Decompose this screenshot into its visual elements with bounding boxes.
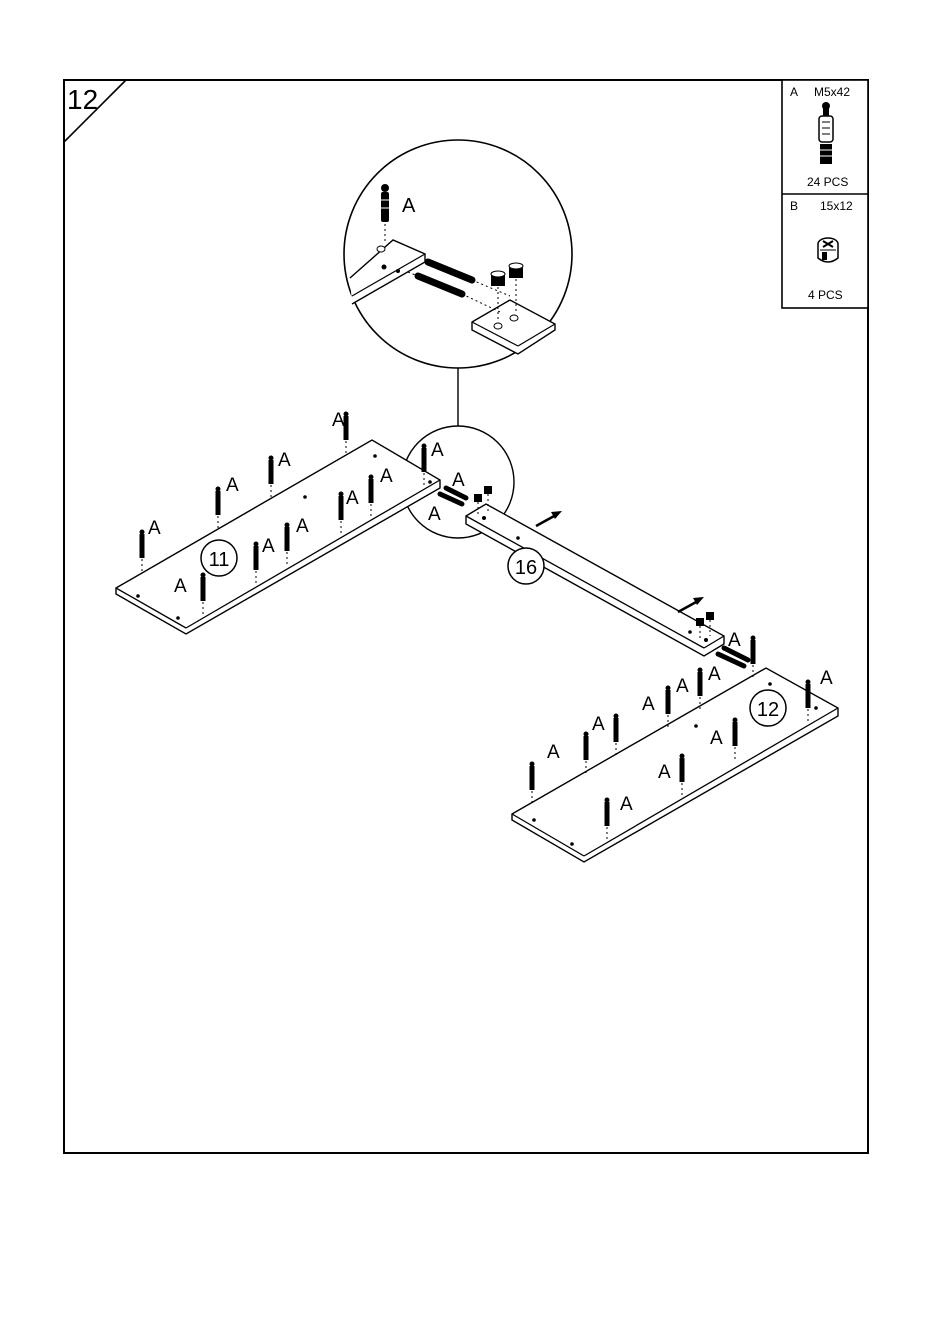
- panel-16: 16: [466, 486, 724, 656]
- fastener-label-a: A: [380, 466, 393, 487]
- part-a-size: M5x42: [814, 85, 850, 99]
- fastener-label-a: A: [346, 488, 359, 509]
- panel-12: 12: [512, 668, 838, 862]
- part-a-quantity: 24 PCS: [807, 175, 848, 189]
- fastener-label-a: A: [431, 440, 444, 461]
- fastener-label-a: A: [642, 694, 655, 715]
- step-number: 12: [67, 84, 98, 115]
- fastener-label-a: A: [620, 794, 633, 815]
- detail-label-a: A: [402, 195, 416, 217]
- panel-11-label: 11: [209, 549, 230, 571]
- fastener-label-a: A: [226, 475, 239, 496]
- part-a-letter: A: [790, 85, 798, 99]
- parts-legend: A M5x42 24 PCS B 15x12 4 PCS: [782, 80, 868, 308]
- direction-arrow-icon: [678, 597, 704, 612]
- fastener-label-a: A: [148, 518, 161, 539]
- cam-bolt-icon: [269, 456, 274, 501]
- step-badge: 12: [64, 80, 126, 142]
- fastener-label-a: A: [547, 742, 560, 763]
- fastener-label-a: A: [428, 504, 441, 525]
- fastener-label-a: A: [592, 714, 605, 735]
- detail-zoom-circle: A: [344, 140, 572, 426]
- panel-16-label: 16: [515, 557, 537, 579]
- fastener-label-a: A: [332, 410, 345, 431]
- fastener-label-a: A: [452, 470, 465, 491]
- fastener-label-a: A: [708, 664, 721, 685]
- cam-bolt-icon: [216, 487, 221, 532]
- fastener-label-a: A: [820, 668, 833, 689]
- cam-bolt-icon: [751, 636, 756, 681]
- fastener-label-a: A: [658, 762, 671, 783]
- fastener-label-a: A: [728, 630, 741, 651]
- fastener-label-a: A: [262, 536, 275, 557]
- direction-arrow-icon: [536, 511, 562, 526]
- fastener-label-a: A: [278, 450, 291, 471]
- cam-bolt-icon: [530, 762, 535, 807]
- cam-bolt-icon: [614, 714, 619, 759]
- part-b-size: 15x12: [820, 199, 853, 213]
- part-b-quantity: 4 PCS: [808, 288, 843, 302]
- cam-bolt-icon: [584, 732, 589, 777]
- panel-12-label: 12: [757, 699, 779, 721]
- fastener-label-a: A: [296, 516, 309, 537]
- cam-lock-icon: [818, 238, 838, 262]
- fastener-label-a: A: [174, 576, 187, 597]
- cam-bolt-icon: [140, 530, 145, 575]
- fastener-label-a: A: [676, 676, 689, 697]
- fastener-label-a: A: [710, 728, 723, 749]
- part-b-letter: B: [790, 199, 798, 213]
